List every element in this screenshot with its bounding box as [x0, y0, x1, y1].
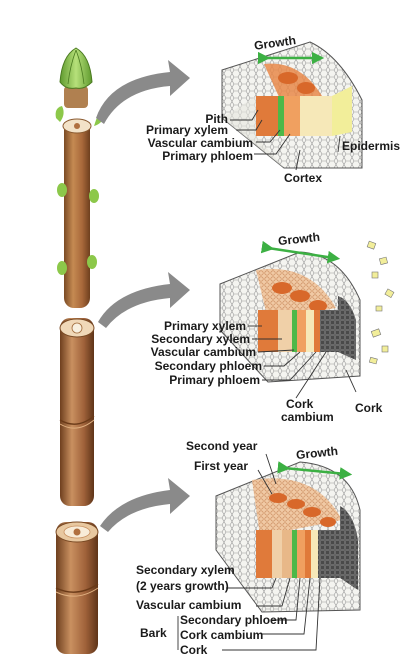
label-cork-cambium-line2: cambium [281, 411, 334, 424]
label-first-year: First year [194, 460, 248, 473]
label-secondary-phloem-3: Secondary phloem [180, 614, 287, 627]
label-secondary-xylem-3: Secondary xylem [136, 564, 235, 577]
twig-illustration [56, 48, 106, 654]
label-cortex: Cortex [284, 172, 322, 185]
label-cork-cambium-3: Cork cambium [180, 629, 263, 642]
label-primary-phloem-1: Primary phloem [162, 150, 253, 163]
arrow-stage3 [100, 478, 190, 532]
arrow-stage1 [96, 60, 190, 124]
stem-segment-two-year [56, 522, 98, 654]
terminal-bud [60, 48, 92, 108]
label-cork-3: Cork [180, 644, 207, 657]
label-primary-phloem-2: Primary phloem [169, 374, 260, 387]
label-vascular-cambium-3: Vascular cambium [136, 599, 241, 612]
label-years-growth: (2 years growth) [136, 580, 229, 593]
label-cork-2: Cork [355, 402, 382, 415]
label-second-year: Second year [186, 440, 257, 453]
stem-segment-young [56, 106, 106, 308]
label-vascular-cambium-2: Vascular cambium [151, 346, 256, 359]
label-bark: Bark [140, 627, 167, 640]
sloughed-cells [367, 241, 394, 364]
stem-segment-one-year [60, 318, 94, 506]
label-epidermis: Epidermis [342, 140, 400, 153]
label-secondary-phloem-2: Secondary phloem [155, 360, 262, 373]
